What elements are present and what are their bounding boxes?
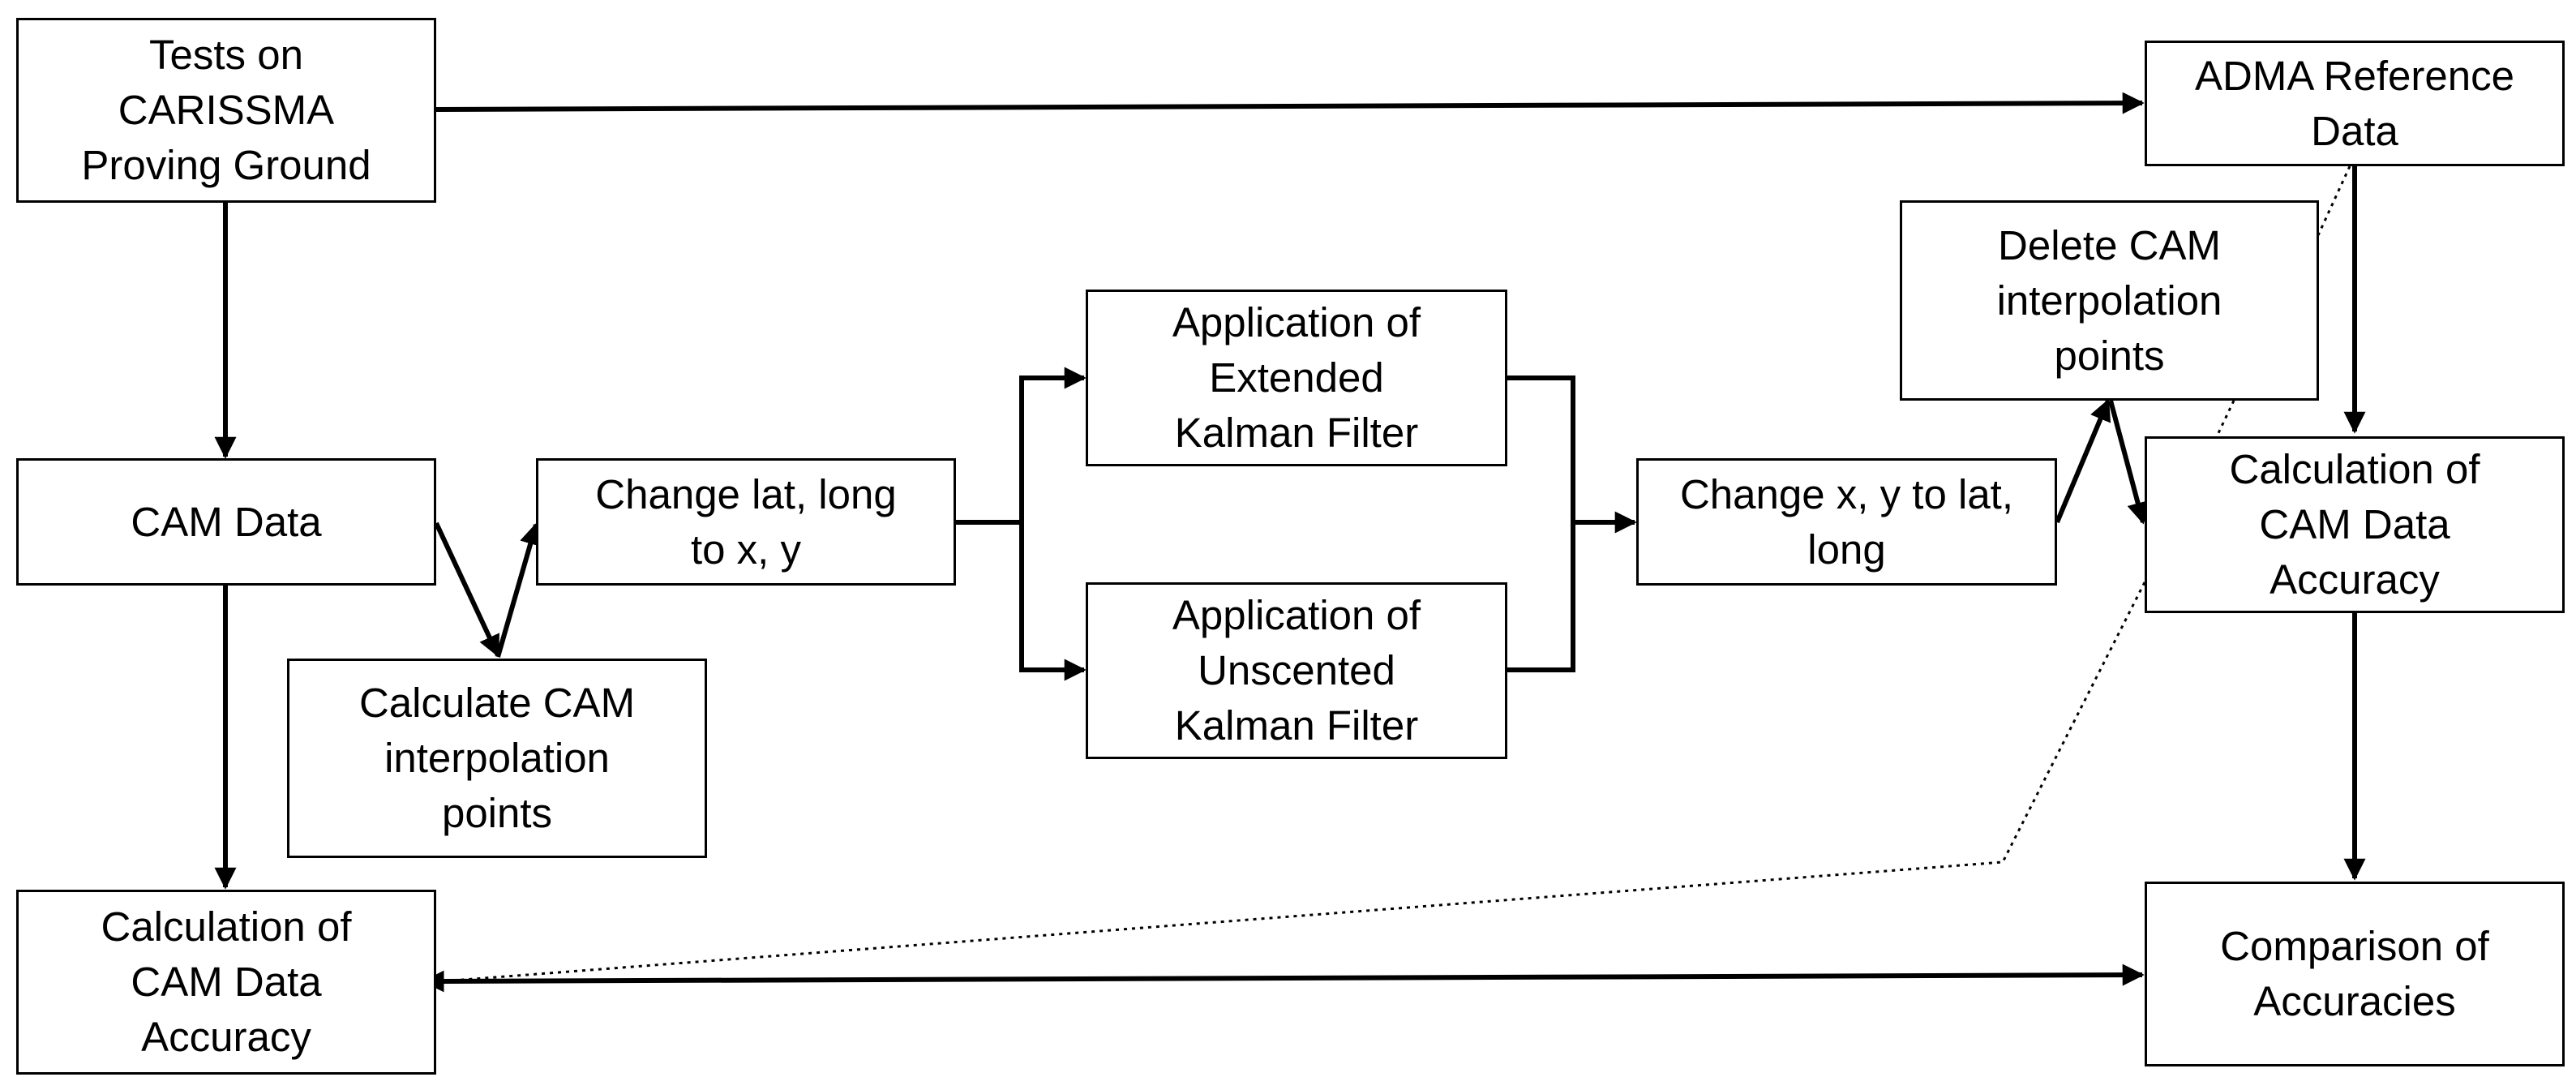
edge-delete-interp-to-accuracy-right [2108,400,2149,525]
node-accuracy-left: Calculation of CAM Data Accuracy [16,890,436,1075]
node-tests-carissma: Tests on CARISSMA Proving Ground [16,18,436,203]
edge-tests-to-adma [435,92,2145,114]
node-calculate-interpolation: Calculate CAM interpolation points [287,659,707,858]
edge-fork-to-ekf [1019,367,1087,522]
edge-ekf-to-join [1507,375,1575,522]
edge-change-xy-to-delete-interp [2055,398,2111,524]
node-change-latlong-to-xy: Change lat, long to x, y [536,458,956,586]
node-unscented-kalman-filter: Application of Unscented Kalman Filter [1086,582,1507,759]
edge-fork-to-ukf [1019,522,1087,681]
edge-calc-interp-to-change-latlong [495,522,542,658]
node-comparison-of-accuracies: Comparison of Accuracies [2145,882,2565,1066]
node-change-xy-to-latlong: Change x, y to lat, long [1636,458,2057,586]
edge-accuracy-left-to-comparison [422,963,2145,993]
node-cam-data: CAM Data [16,458,436,586]
node-delete-interpolation: Delete CAM interpolation points [1900,200,2319,401]
dotted-accuracy-to-left-accuracy [441,581,2146,983]
node-adma-reference-data: ADMA Reference Data [2145,41,2565,166]
edge-cam-data-to-calc-interp [434,521,500,658]
node-extended-kalman-filter: Application of Extended Kalman Filter [1086,290,1507,466]
edge-ukf-to-join [1507,522,1575,672]
dotted-adma-to-delete [2317,165,2351,236]
node-accuracy-right: Calculation of CAM Data Accuracy [2145,436,2565,613]
dotted-delete-to-accuracy [2216,400,2235,436]
